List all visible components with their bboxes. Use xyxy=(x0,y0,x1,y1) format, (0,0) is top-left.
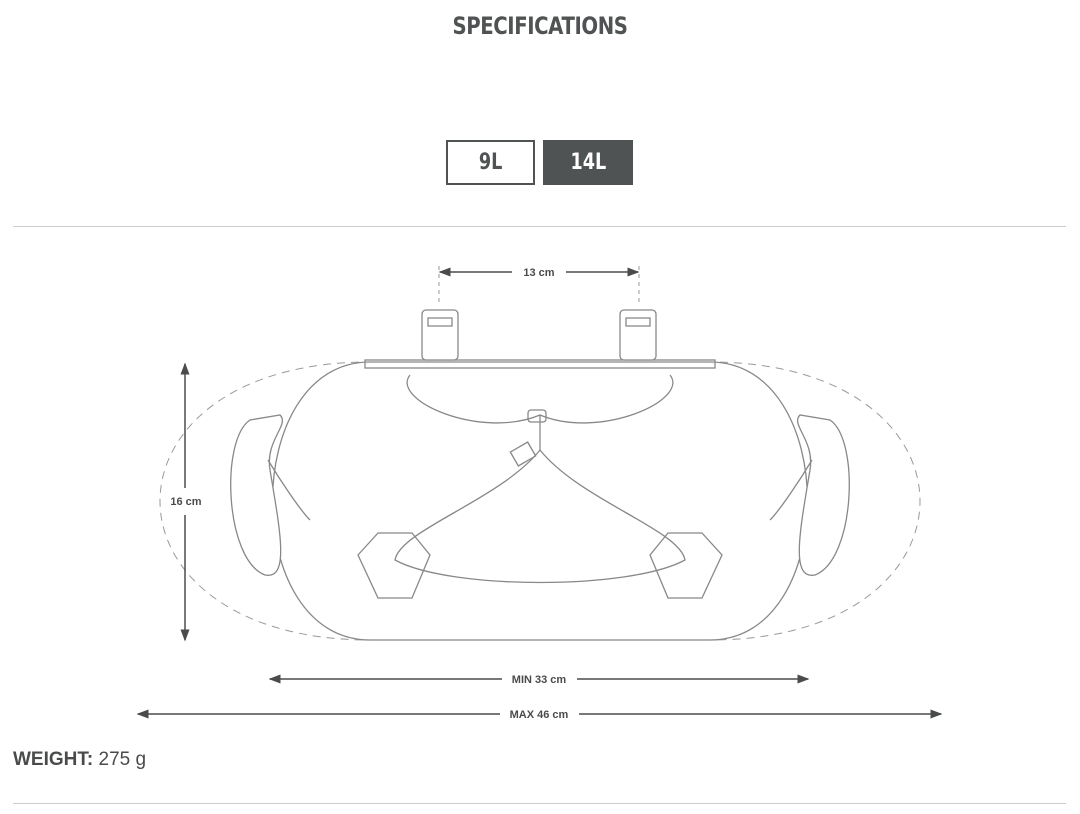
tab-14l[interactable]: 14L xyxy=(543,140,633,185)
dimension-lines xyxy=(136,266,943,719)
tab-9l[interactable]: 9L xyxy=(446,140,535,185)
weight-spec: WEIGHT: 275 g xyxy=(13,749,146,771)
divider xyxy=(13,803,1066,804)
page-title: SPECIFICATIONS xyxy=(452,12,628,40)
height-label: 16 cm xyxy=(170,496,201,508)
bag-illustration xyxy=(230,309,850,641)
tab-label: 9L xyxy=(478,150,503,175)
size-tabs: 9L 14L xyxy=(446,140,633,185)
divider xyxy=(13,226,1066,227)
max-width-label: MAX 46 cm xyxy=(510,709,569,721)
strap-spacing-label: 13 cm xyxy=(523,267,554,279)
weight-label: WEIGHT: xyxy=(13,749,94,770)
tab-label: 14L xyxy=(570,150,606,175)
min-width-label: MIN 33 cm xyxy=(512,674,567,686)
weight-value: 275 g xyxy=(98,749,147,770)
